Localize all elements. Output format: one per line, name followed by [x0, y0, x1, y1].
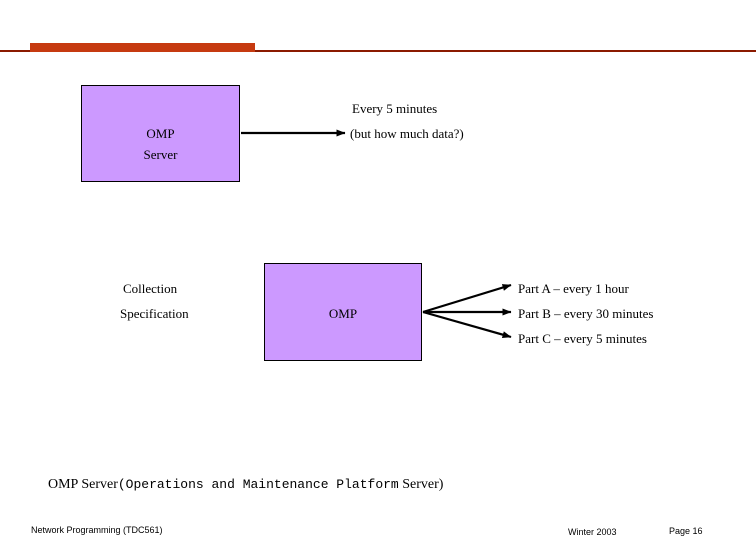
- omp-server-box-label-line2: Server: [143, 147, 178, 162]
- header-rule-thick: [30, 43, 255, 52]
- caption-prefix: OMP Server: [48, 477, 118, 492]
- caption-mono: (Operations and Maintenance Platform: [117, 477, 399, 492]
- header-rule-thin: [0, 50, 756, 52]
- footer-term: Winter 2003: [568, 527, 617, 537]
- footer-page-number: Page 16: [669, 526, 703, 536]
- label-part-c: Part C – every 5 minutes: [518, 331, 647, 346]
- omp-box: OMP: [264, 263, 422, 361]
- footer-course: Network Programming (TDC561): [31, 525, 163, 535]
- label-part-a: Part A – every 1 hour: [518, 281, 629, 296]
- label-but-how-much-data: (but how much data?): [350, 126, 464, 141]
- label-collection: Collection: [123, 281, 178, 296]
- label-every-5-minutes: Every 5 minutes: [352, 101, 438, 116]
- caption-suffix: Server): [398, 477, 444, 492]
- label-part-b: Part B – every 30 minutes: [518, 306, 654, 321]
- label-specification: Specification: [120, 306, 189, 321]
- omp-server-box: OMP Server: [81, 85, 240, 182]
- omp-server-box-label-line1: OMP: [146, 126, 175, 141]
- caption-omp-server-expansion: OMP Server(Operations and Maintenance Pl…: [48, 477, 443, 493]
- omp-box-label: OMP: [328, 306, 358, 321]
